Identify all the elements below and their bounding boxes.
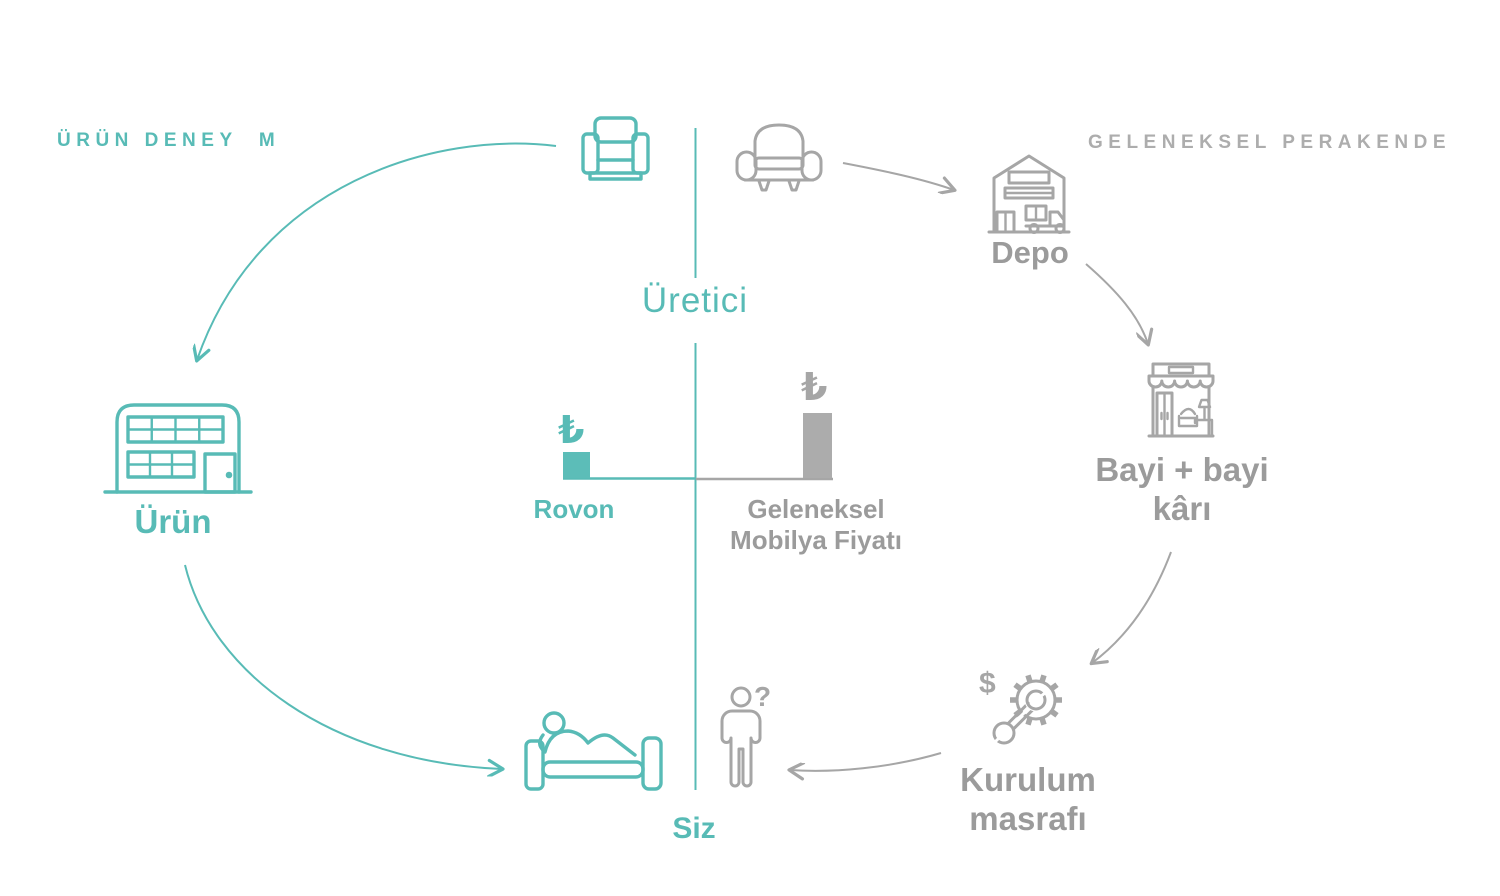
factory-building-icon xyxy=(103,403,253,494)
arrow-installation-to-customer xyxy=(790,752,942,771)
traditional-label-line1: Geleneksel xyxy=(747,494,885,524)
question-glyph: ? xyxy=(754,684,771,712)
rovon-price-bar xyxy=(563,452,590,478)
traditional-price-bar xyxy=(803,413,832,478)
installation-line2: masrafı xyxy=(969,800,1087,837)
warehouse-truck-icon xyxy=(987,154,1071,234)
you-label: Siz xyxy=(672,812,716,845)
arrow-dealer-to-installation xyxy=(1092,551,1172,663)
furniture-store-icon xyxy=(1147,362,1215,438)
installation-line1: Kurulum xyxy=(960,761,1096,798)
dealer-margin-line2: kârı xyxy=(1152,490,1212,527)
arrow-warehouse-to-dealer xyxy=(1085,263,1148,344)
manufacturer-label: Üretici xyxy=(641,281,749,320)
dealer-margin-line1: Bayi + bayi xyxy=(1095,451,1269,488)
dollar-glyph: $ xyxy=(979,667,996,700)
person-relaxing-bed-icon xyxy=(524,711,663,791)
arrow-manufacturer-to-product xyxy=(197,142,557,360)
arrow-product-to-you xyxy=(184,564,502,769)
gear-wrench-icon: $ xyxy=(979,667,1062,747)
dealer-margin-label: Bayi + bayi kârı xyxy=(1032,450,1332,528)
modern-armchair-icon xyxy=(581,116,650,181)
product-label: Ürün xyxy=(134,503,212,540)
traditional-label-line2: Mobilya Fiyatı xyxy=(730,525,902,555)
person-question-icon: ? xyxy=(720,684,771,788)
lira-symbol-traditional: ₺ xyxy=(801,365,828,409)
lira-symbol-rovon: ₺ xyxy=(558,408,585,452)
classic-armchair-icon xyxy=(735,123,823,192)
warehouse-label: Depo xyxy=(991,235,1069,270)
rovon-bar-label: Rovon xyxy=(533,494,615,524)
arrow-manufacturer-to-warehouse xyxy=(842,162,954,190)
right-section-header: GELENEKSEL PERAKENDE xyxy=(1088,132,1452,153)
installation-cost-label: Kurulum masrafı xyxy=(878,760,1178,838)
left-section-header: ÜRÜN DENEY M xyxy=(57,130,281,151)
traditional-bar-label: Geleneksel Mobilya Fiyatı xyxy=(666,494,966,556)
